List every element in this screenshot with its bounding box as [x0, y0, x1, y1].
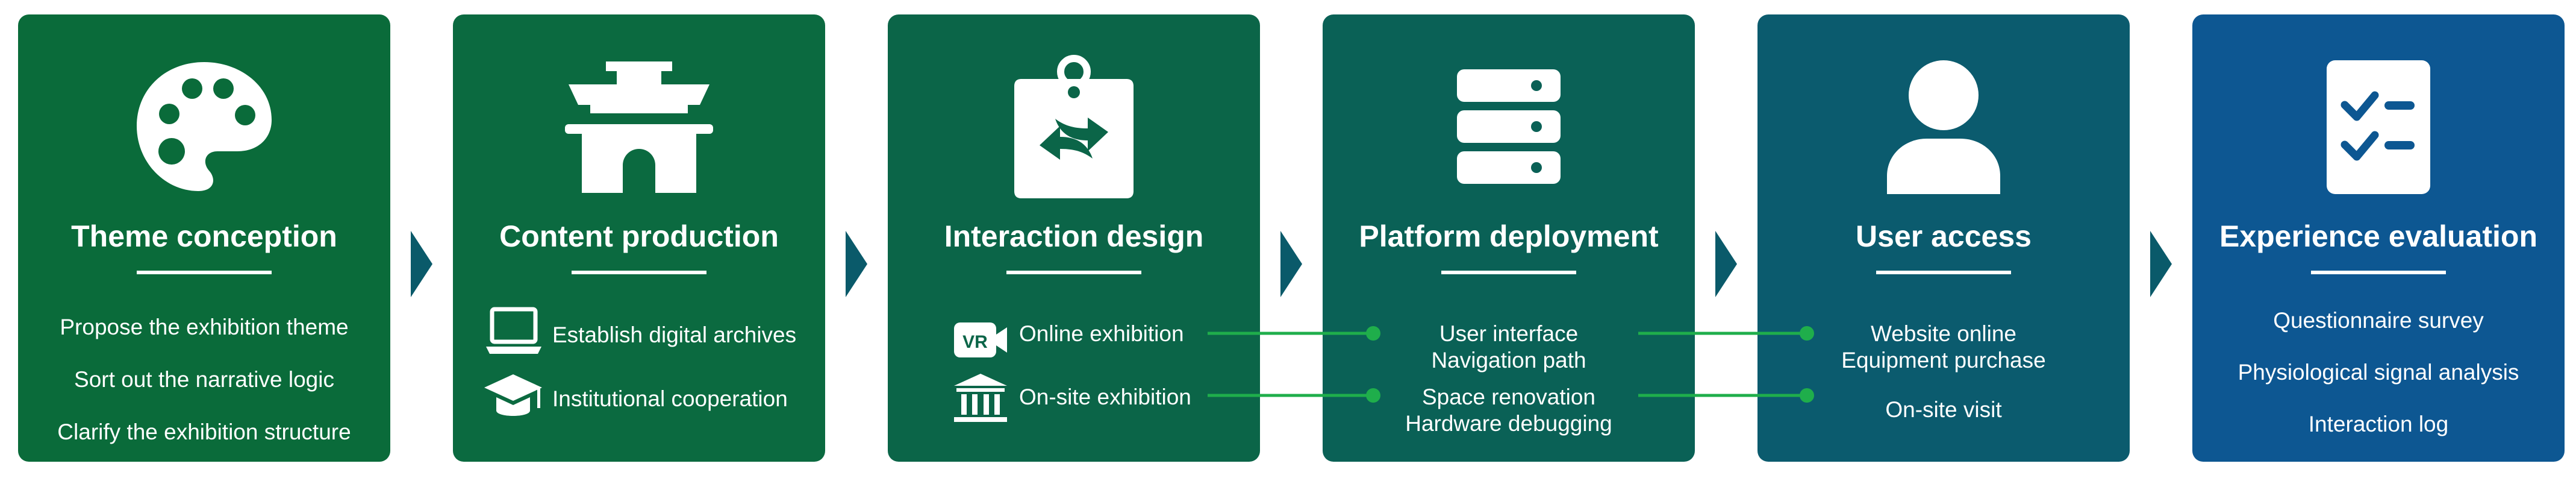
panel-title: Interaction design [944, 219, 1204, 253]
chevron-right-icon [411, 231, 432, 297]
graduation-cap-icon [484, 374, 542, 416]
list-item: User interface [1439, 321, 1579, 346]
list-item: Navigation path [1431, 348, 1586, 373]
title-divider [1876, 271, 2011, 274]
checklist-icon [2327, 60, 2430, 194]
chevron-right-icon [1280, 231, 1302, 297]
list-item: Questionnaire survey [2273, 308, 2484, 333]
panel-title: Content production [499, 219, 779, 253]
panel-title: Experience evaluation [2219, 219, 2537, 253]
list-item: Physiological signal analysis [2238, 360, 2519, 385]
laptop-icon [486, 307, 541, 354]
chevron-right-icon [1715, 231, 1737, 297]
panel-title: User access [1856, 219, 2032, 253]
connector-dot [1800, 326, 1814, 341]
title-divider [1006, 271, 1141, 274]
title-divider [137, 271, 272, 274]
pavilion-icon [565, 61, 713, 193]
panel-theme-conception: Theme conception Propose the exhibition … [18, 14, 390, 462]
list-item: Establish digital archives [552, 322, 797, 347]
museum-icon [954, 374, 1007, 422]
list-item: Equipment purchase [1841, 348, 2046, 373]
chevron-right-icon [846, 231, 867, 297]
interactive-tag-icon [1014, 55, 1134, 198]
list-item: On-site visit [1885, 397, 2002, 422]
panel-platform-deployment: Platform deployment User interface Navig… [1323, 14, 1695, 462]
chevron-right-icon [2150, 231, 2172, 297]
connector-dot [1366, 326, 1380, 341]
list-item: Interaction log [2308, 412, 2449, 436]
vr-camera-icon: VR [954, 322, 1007, 357]
list-item: Online exhibition [1019, 321, 1184, 346]
list-item: Website online [1870, 321, 2017, 346]
list-item: Propose the exhibition theme [60, 315, 349, 339]
title-divider [572, 271, 706, 274]
panel-experience-evaluation: Experience evaluation Questionnaire surv… [2192, 14, 2565, 462]
list-item: Space renovation [1422, 385, 1595, 409]
list-item: On-site exhibition [1019, 385, 1191, 409]
svg-text:VR: VR [962, 332, 988, 352]
title-divider [1441, 271, 1576, 274]
panel-title: Theme conception [71, 219, 337, 253]
connector-dot [1366, 388, 1380, 403]
palette-icon [137, 62, 272, 191]
connector-dot [1800, 388, 1814, 403]
panel-interaction-design: Interaction design VR Online exhibition … [888, 14, 1260, 462]
title-divider [2311, 271, 2446, 274]
panel-content-production: Content production Establish digital arc… [453, 14, 825, 462]
user-icon [1887, 60, 2000, 194]
list-item: Institutional cooperation [552, 386, 788, 411]
list-item: Sort out the narrative logic [74, 367, 334, 392]
list-item: Clarify the exhibition structure [57, 420, 351, 444]
server-icon [1457, 69, 1561, 184]
panel-title: Platform deployment [1359, 219, 1659, 253]
list-item: Hardware debugging [1405, 411, 1612, 436]
panel-user-access: User access Website online Equipment pur… [1757, 14, 2130, 462]
